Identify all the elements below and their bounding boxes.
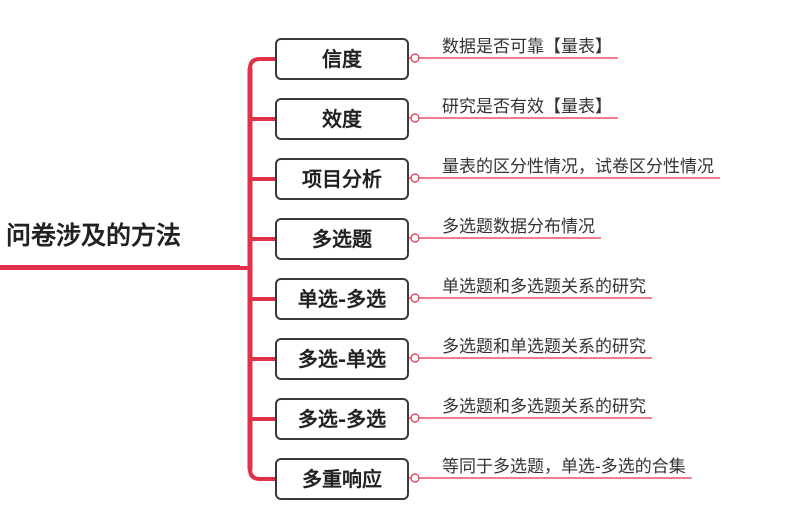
collapse-dot-icon[interactable] [410, 353, 420, 363]
root-node[interactable]: 问卷涉及的方法 [0, 221, 240, 270]
collapse-dot-icon[interactable] [410, 173, 420, 183]
collapse-dot-icon[interactable] [410, 473, 420, 483]
branch-description: 研究是否有效【量表】 [442, 97, 612, 117]
branch-node[interactable]: 多重响应 [275, 458, 409, 500]
branch-description: 多选题和多选题关系的研究 [442, 397, 646, 417]
branch-node-box [275, 218, 409, 260]
branch-node-label: 单选-多选 [298, 287, 386, 311]
root-label: 问卷涉及的方法 [6, 221, 181, 250]
branch-node[interactable]: 多选-多选 [275, 398, 409, 440]
branch-node-box [275, 98, 409, 140]
collapse-dot-icon[interactable] [410, 413, 420, 423]
branch-node-box [275, 38, 409, 80]
branch-node[interactable]: 单选-多选 [275, 278, 409, 320]
branch-node[interactable]: 信度 [275, 38, 409, 80]
branch-connector [248, 468, 276, 481]
branch-description: 多选题数据分布情况 [442, 217, 595, 237]
branch-node[interactable]: 多选-单选 [275, 338, 409, 380]
branch-node-label: 多选题 [312, 227, 373, 251]
root-underline [0, 265, 240, 270]
branch-description: 多选题和单选题关系的研究 [442, 337, 646, 357]
branch-description: 等同于多选题，单选-多选的合集 [442, 457, 686, 477]
branch-node-box [275, 398, 409, 440]
branch-node[interactable]: 项目分析 [275, 158, 409, 200]
branch-node-box [275, 158, 409, 200]
collapse-dot-icon[interactable] [410, 53, 420, 63]
branch-description: 量表的区分性情况，试卷区分性情况 [442, 157, 714, 177]
branch-node-label: 信度 [322, 47, 363, 71]
collapse-dot-icon[interactable] [410, 113, 420, 123]
branch-connector [248, 57, 276, 70]
collapse-dot-icon[interactable] [410, 293, 420, 303]
branch-connectors [238, 57, 720, 481]
branch-node-label: 多选-单选 [298, 347, 386, 371]
branch-node[interactable]: 多选题 [275, 218, 409, 260]
branch-node[interactable]: 效度 [275, 98, 409, 140]
branch-node-label: 多重响应 [302, 467, 382, 491]
branch-nodes: 信度 数据是否可靠【量表】效度 研究是否有效【量表】项目分析 量表的区分性情况，试卷区… [275, 37, 714, 500]
branch-node-label: 多选-多选 [298, 407, 386, 431]
branch-description: 数据是否可靠【量表】 [442, 37, 612, 57]
branch-node-box [275, 338, 409, 380]
branch-node-label: 项目分析 [302, 167, 382, 191]
branch-node-box [275, 458, 409, 500]
branch-node-box [275, 278, 409, 320]
branch-description: 单选题和多选题关系的研究 [442, 277, 646, 297]
branch-node-label: 效度 [322, 107, 363, 131]
collapse-dot-icon[interactable] [410, 233, 420, 243]
